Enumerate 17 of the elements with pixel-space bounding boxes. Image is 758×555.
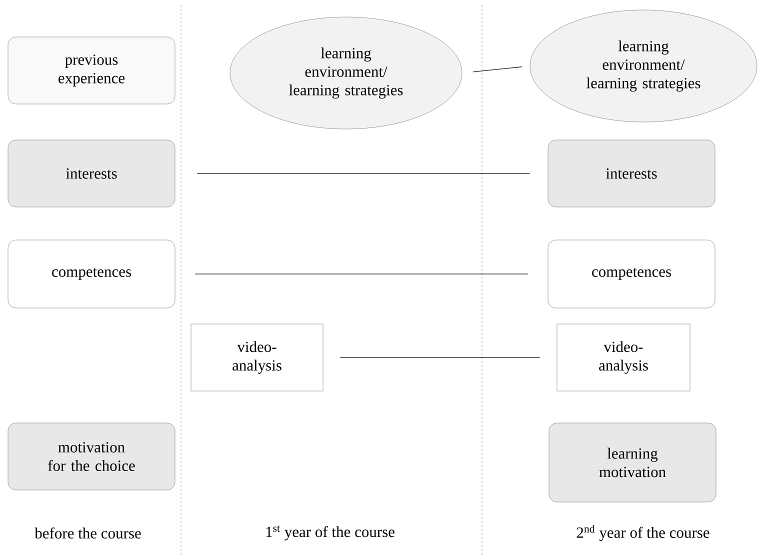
rectangle-box: video-analysis bbox=[556, 324, 690, 392]
rounded-box: motivation for the choice bbox=[8, 422, 176, 490]
connector-line bbox=[196, 173, 530, 174]
connector-line bbox=[472, 66, 522, 72]
rounded-box: interests bbox=[8, 140, 176, 208]
rectangle-box: video-analysis bbox=[190, 324, 324, 392]
ellipse-node: learning environment/ learning strategies bbox=[530, 10, 758, 122]
rounded-box: learning motivation bbox=[548, 422, 716, 502]
column-label: before the course bbox=[34, 527, 141, 539]
rounded-box: interests bbox=[548, 140, 716, 208]
rounded-box: previous experience bbox=[8, 36, 176, 104]
column-label: 1$^{st}$ year of the course bbox=[266, 526, 394, 540]
connector-line bbox=[340, 357, 540, 358]
column-label: 2$^{nd}$ year of the course bbox=[576, 524, 710, 542]
rounded-box: competences bbox=[8, 240, 176, 308]
ellipse-node: learning environment/ learning strategies bbox=[230, 16, 462, 130]
rounded-box: competences bbox=[548, 240, 716, 308]
